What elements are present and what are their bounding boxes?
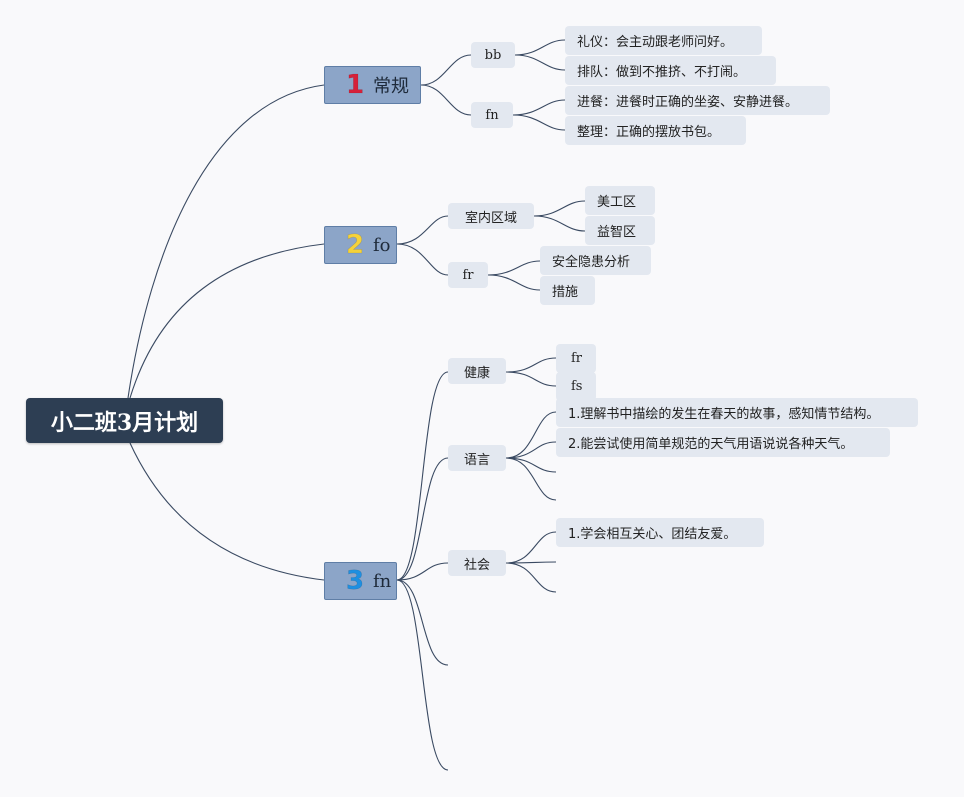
root-topic[interactable]: 小二班3月计划 (26, 398, 223, 443)
leaf-topic[interactable]: 安全隐患分析 (540, 246, 651, 275)
branch-label: fn (373, 570, 392, 592)
link-indoor-leaf2 (533, 215, 586, 232)
link-b1-bb (420, 54, 472, 86)
link-b1-fn (420, 84, 472, 116)
link-indoor-leaf1 (533, 200, 586, 217)
link-b3-empty2 (396, 579, 449, 771)
leaf-topic[interactable]: 美工区 (585, 186, 655, 215)
link-b3-society (396, 562, 449, 581)
number-3-icon: 3 (345, 566, 365, 596)
leaf-topic[interactable]: 排队：做到不推挤、不打闹。 (565, 56, 776, 85)
branch-topic-3[interactable]: 3 fn (324, 562, 397, 600)
link-lang-leaf1 (505, 411, 557, 459)
link-b3-language (396, 457, 449, 581)
subtopic-language[interactable]: 语言 (448, 445, 506, 471)
subtopic-fn[interactable]: fn (471, 102, 513, 128)
link-soc-empty1 (505, 561, 557, 564)
link-fr-leaf2 (487, 274, 541, 291)
link-health-leaf2 (505, 371, 557, 387)
link-fn-leaf1 (512, 99, 566, 116)
link-soc-leaf1 (505, 531, 557, 564)
leaf-topic[interactable]: 礼仪：会主动跟老师问好。 (565, 26, 762, 55)
leaf-topic[interactable]: 整理：正确的摆放书包。 (565, 116, 746, 145)
leaf-topic[interactable]: 措施 (540, 276, 595, 305)
link-fr-leaf1 (487, 260, 541, 276)
number-1-icon: 1 (345, 70, 365, 100)
branch-label: 常规 (373, 76, 409, 97)
subtopic-bb[interactable]: bb (471, 42, 515, 68)
link-root-branch-1 (127, 84, 325, 399)
leaf-topic[interactable]: 2.能尝试使用简单规范的天气用语说说各种天气。 (556, 428, 890, 457)
branch-label: fo (373, 234, 391, 256)
leaf-topic[interactable]: 益智区 (585, 216, 655, 245)
link-b2-indoor (396, 215, 449, 245)
link-root-branch-2 (129, 243, 325, 399)
link-health-leaf1 (505, 357, 557, 373)
link-bb-leaf1 (514, 39, 566, 56)
leaf-topic[interactable]: 进餐：进餐时正确的坐姿、安静进餐。 (565, 86, 830, 115)
subtopic-health[interactable]: 健康 (448, 358, 506, 384)
subtopic-fr[interactable]: fr (448, 262, 488, 288)
link-root-branch-3 (129, 442, 325, 581)
branch-topic-1[interactable]: 1 常规 (324, 66, 421, 104)
branch-topic-2[interactable]: 2 fo (324, 226, 397, 264)
leaf-topic[interactable]: 1.理解书中描绘的发生在春天的故事，感知情节结构。 (556, 398, 918, 427)
link-bb-leaf2 (514, 54, 566, 71)
subtopic-indoor-area[interactable]: 室内区域 (448, 203, 534, 229)
link-lang-empty1 (505, 457, 557, 473)
subtopic-society[interactable]: 社会 (448, 550, 506, 576)
link-b2-fr (396, 243, 449, 276)
link-b3-health (396, 371, 449, 581)
leaf-topic[interactable]: fs (556, 372, 596, 401)
link-b3-empty1 (396, 579, 449, 666)
link-soc-empty2 (505, 562, 557, 593)
link-fn-leaf2 (512, 114, 566, 131)
link-lang-leaf2 (505, 441, 557, 459)
leaf-topic[interactable]: 1.学会相互关心、团结友爱。 (556, 518, 764, 547)
number-2-icon: 2 (345, 230, 365, 260)
leaf-topic[interactable]: fr (556, 344, 596, 373)
link-lang-empty2 (505, 457, 557, 501)
